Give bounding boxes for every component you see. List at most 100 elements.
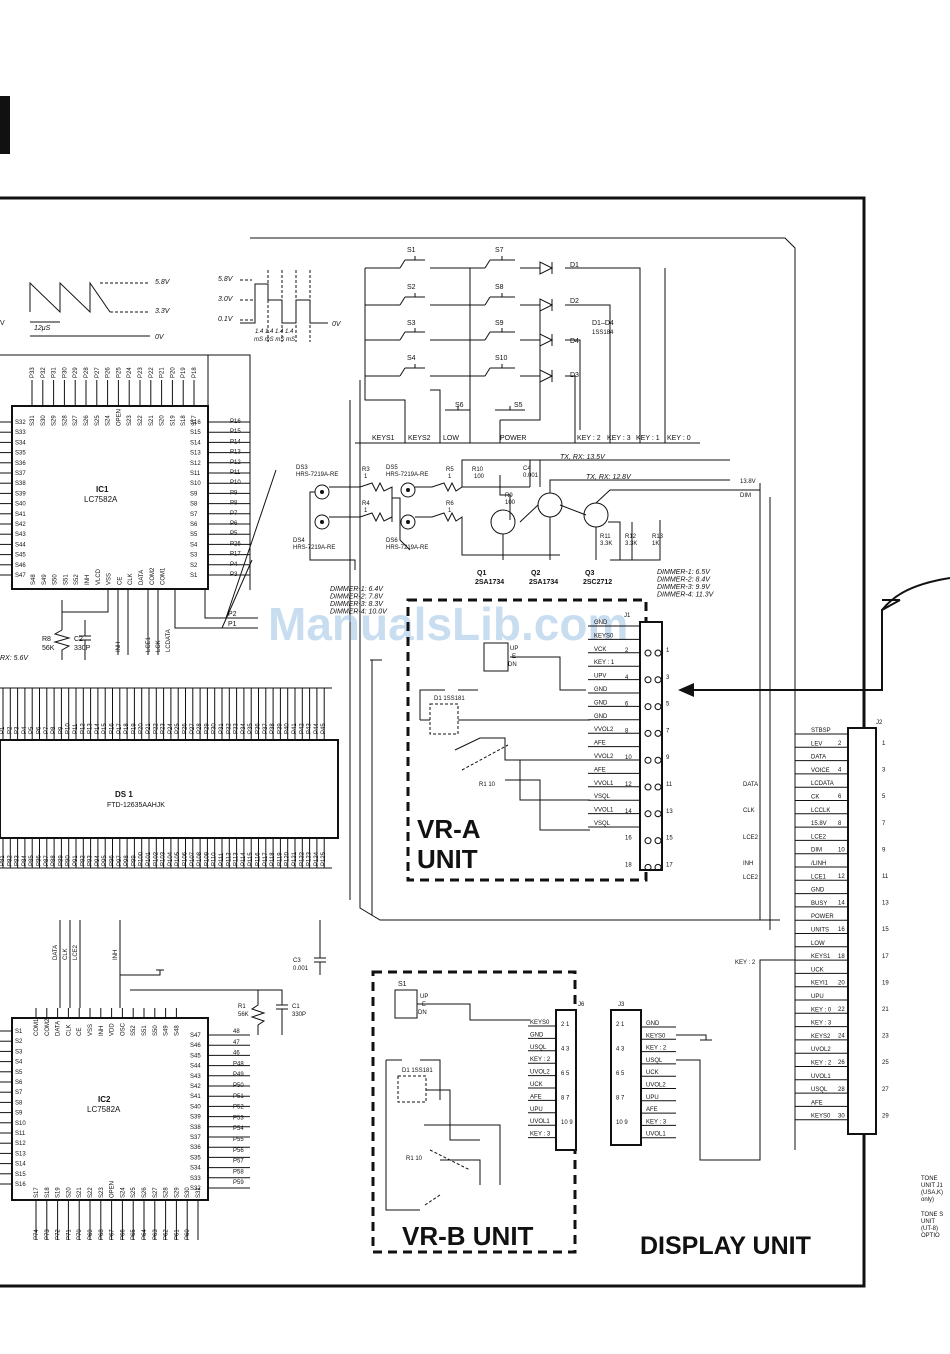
ic1-left-pin: S40 — [15, 502, 26, 508]
ic2-top-pin: CE — [77, 1028, 83, 1036]
vrb-net: GND — [530, 1032, 544, 1038]
j3-net: UVOL2 — [646, 1083, 666, 1089]
vra-enc-up: UP — [510, 646, 518, 652]
j2-pin-right: 3 — [882, 768, 886, 774]
ic1-right-pin: S13 — [190, 451, 201, 457]
diode-d1: D1 — [570, 262, 579, 269]
ic2-bottom-net: P64 — [142, 1229, 148, 1240]
switch-glyph — [445, 406, 525, 411]
key-switches: S1 S2 S3 S4 S7 S8 S9 S10 D1 D2 D4 D3 D1–… — [355, 247, 700, 444]
corner-block — [0, 96, 10, 154]
ic1-net-lcdata: LCDATA — [166, 629, 172, 652]
j2-pin-left: 18 — [838, 954, 845, 960]
ic2-right-net: P50 — [233, 1083, 244, 1089]
ic2-top-pin: OSC — [120, 1022, 126, 1036]
ic1-right-pin: S12 — [190, 461, 201, 467]
ic2-bottom-pin: S21 — [77, 1187, 83, 1198]
vra-pin-right: 1 — [666, 648, 670, 654]
c3-value: 0.001 — [293, 966, 309, 972]
ic1-top-net: P24 — [127, 367, 133, 378]
key-label-low: LOW — [443, 435, 459, 442]
side-notes: TONE UNIT J1 (USA,K) only) TONE S UNIT (… — [921, 1176, 944, 1239]
diode-part: 1SS184 — [592, 330, 614, 336]
ic1-left-pin: S36 — [15, 461, 26, 467]
net-dim: DIM — [740, 493, 751, 499]
c1-name: C1 — [292, 1004, 300, 1010]
j2-net: KEYS0 — [811, 1114, 831, 1120]
ds1-name: DS 1 — [115, 790, 133, 799]
diode-d2: D2 — [570, 298, 579, 305]
r10-name: R10 — [472, 467, 484, 473]
ic2-left-pin: S14 — [15, 1162, 26, 1168]
ic2-right-pin: S35 — [190, 1155, 201, 1161]
dimmer-left-voltage: DIMMER-3: 8.3V — [330, 601, 384, 608]
ic2-net-data: DATA — [53, 945, 59, 960]
ic2-right-net: P48 — [233, 1061, 244, 1067]
ic1-top-net: P19 — [181, 367, 187, 378]
ic1-top-pin: S22 — [138, 415, 144, 426]
ic1-top-pins: S31P33S30P32S29P31S28P30S27P29S26P28S25P… — [30, 367, 198, 426]
ic1-top-pin: S27 — [73, 415, 79, 426]
vra-title-1: VR-A — [417, 814, 481, 844]
ic2-left-pin: S13 — [15, 1151, 26, 1157]
vra-pin-left: 12 — [625, 782, 632, 788]
switch-glyph — [484, 328, 515, 341]
ic2-bottom-pin: OPEN — [110, 1181, 116, 1198]
vra-net: GND — [594, 620, 608, 626]
j2-net: UNITS — [811, 928, 829, 934]
r3-name: R3 — [362, 467, 370, 473]
ic2-top-pin: COM2 — [45, 1018, 51, 1036]
j2-pin-right: 25 — [882, 1060, 889, 1066]
j2-pin-left: 16 — [838, 927, 845, 933]
vra-pin-left: 4 — [625, 675, 629, 681]
ic1-bottom-pin: S52 — [74, 574, 80, 585]
rx-note: RX: 5.6V — [0, 655, 29, 662]
ic1-top-net: P22 — [149, 367, 155, 378]
saw-level-mid: 3.3V — [155, 308, 171, 315]
ic2-top-pin: S51 — [142, 1025, 148, 1036]
switch-s4: S4 — [407, 355, 416, 362]
ic1-bottom-pin: CLK — [128, 573, 134, 585]
j2-net: DATA — [811, 755, 826, 761]
vra-pin-left: 18 — [625, 862, 632, 868]
ic1-left-pin: S44 — [15, 542, 26, 548]
ds6-part: HRS-7219A-RE — [386, 545, 428, 551]
ds5-name: DS5 — [386, 465, 398, 471]
switch-glyph — [399, 256, 425, 269]
c2-value: 330P — [74, 645, 91, 652]
ic2-top-pin: S52 — [131, 1025, 137, 1036]
ic1-left-pin: S34 — [15, 440, 26, 446]
j3-pin: 4 3 — [616, 1047, 625, 1053]
r5-name: R5 — [446, 467, 454, 473]
j2-name: J2 — [876, 720, 883, 726]
ic2-bottom-net: P68 — [99, 1229, 105, 1240]
ic1-bottom-pin: VSS — [107, 573, 113, 585]
vra-net: UPV — [594, 674, 606, 680]
vra-d1: D1 1SS181 — [434, 696, 465, 702]
ic1-top-pin: S25 — [95, 415, 101, 426]
vrb-pin: 6 5 — [561, 1071, 570, 1077]
j2-net: KEYS1 — [811, 954, 831, 960]
j2-pin-left: 4 — [838, 768, 842, 774]
ic1-top-pin: S24 — [106, 415, 112, 426]
ic1-right-pin: S3 — [190, 553, 198, 559]
ic1-top-pin: OPEN — [116, 409, 122, 426]
ic2-bottom-pin: S19 — [56, 1187, 62, 1198]
j3-net: AFE — [646, 1107, 658, 1113]
ic1-top-pin: S30 — [41, 415, 47, 426]
ic2-right-net: P53 — [233, 1115, 244, 1121]
ic2-right-net: P57 — [233, 1159, 244, 1165]
vrb-title: VR-B UNIT — [402, 1221, 534, 1251]
ic2-top-pin: VDD — [110, 1023, 116, 1036]
ic2-bottom-pin: S24 — [120, 1187, 126, 1198]
ic2-right-pin: S43 — [190, 1074, 201, 1080]
ic1: IC1 LC7582A S32S33S34S35S36S37S38S39S40S… — [0, 354, 277, 629]
ds3-name: DS3 — [296, 465, 308, 471]
diode-glyph — [539, 298, 554, 312]
r8-c2: R8 56K C2 330P RX: 5.6V INH LCE1 LCK LCD… — [0, 589, 172, 662]
j3-net: KEY : 2 — [646, 1046, 667, 1052]
bus-lines — [250, 237, 796, 1150]
